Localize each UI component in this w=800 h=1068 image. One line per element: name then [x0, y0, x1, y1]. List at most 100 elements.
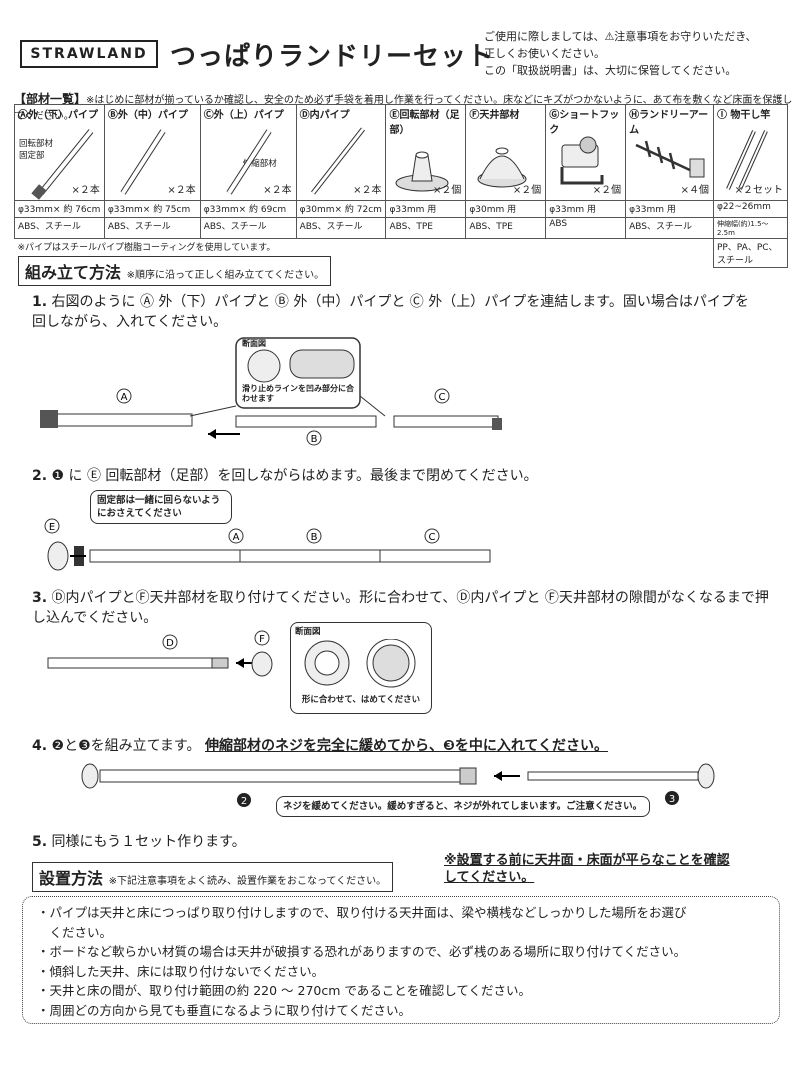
part-qty: ×２セット: [734, 185, 783, 196]
part-label: Ⓓ内パイプ: [299, 110, 350, 121]
bullet-item: ください。: [37, 924, 113, 940]
part-qty: ×２個: [592, 185, 622, 196]
step-5: 5. 同様にもう１セット作ります。: [32, 832, 772, 852]
pipe-d-drawing: [310, 127, 365, 195]
part-size: φ33mm× 約 75cm: [103, 200, 201, 218]
part-size: φ33mm 用: [385, 200, 467, 218]
part-size: φ33mm× 約 76cm: [14, 200, 105, 218]
part-h: Ⓗランドリーアーム ×４個: [625, 104, 714, 201]
step-number: 2.: [32, 468, 48, 484]
step-2: 2. ❶ に Ⓔ 回転部材（足部）を回しながらはめます。最後まで閉めてください。: [32, 466, 762, 486]
part-material: 伸縮幅(約)1.5～2.5m: [712, 217, 789, 239]
step-text: 同様にもう１セット作ります。: [51, 834, 246, 850]
step-3: 3. Ⓓ内パイプとⒻ天井部材を取り付けてください。形に合わせて、Ⓓ内パイプと Ⓕ…: [32, 588, 772, 628]
bullet-item: ・周囲どの方向から見ても垂直になるように取り付けてください。: [37, 1002, 412, 1018]
assembly-title: 組み立て方法: [25, 263, 122, 282]
part-material: ABS、スチール: [14, 217, 105, 239]
part-material: ABS、スチール: [295, 217, 387, 239]
part-a: Ⓐ外（下）パイプ 回転部材固定部 ×２本: [14, 104, 105, 201]
part-qty: ×２本: [167, 185, 196, 196]
part-material: ABS、TPE: [465, 217, 547, 239]
part-qty: ×２個: [432, 185, 462, 196]
step-1: 1. 右図のように Ⓐ 外（下）パイプと Ⓑ 外（中）パイプと Ⓒ 外（上）パイ…: [32, 292, 762, 332]
part-sub: 伸縮部材: [242, 159, 277, 169]
step-text: Ⓓ内パイプとⒻ天井部材を取り付けてください。形に合わせて、Ⓓ内パイプと Ⓕ天井部…: [32, 590, 769, 626]
part-material: ABS、スチール: [199, 217, 297, 239]
install-note: ※下記注意事項をよく読み、設置作業をおこなってください。: [108, 876, 387, 887]
part-qty: ×２本: [263, 185, 292, 196]
header-notice: ご使用に際しましては、⚠注意事項をお守りいただき、 正しくお使いください。 この…: [484, 28, 784, 79]
part-f: Ⓕ天井部材 ×２個: [465, 104, 547, 201]
part-qty: ×４個: [680, 185, 709, 196]
step-text: ❷と❸を組み立てます。: [51, 738, 201, 754]
step-4: 4. ❷と❸を組み立てます。 伸縮部材のネジを完全に緩めてから、❸を中に入れてく…: [32, 736, 772, 756]
brand-logo: STRAWLAND: [20, 40, 158, 68]
parts-table: Ⓐ外（下）パイプ 回転部材固定部 ×２本 Ⓑ外（中）パイプ ×２本 Ⓒ外（上）パ…: [14, 104, 789, 268]
part-size: φ22~26mm: [712, 200, 789, 218]
part-size: φ33mm× 約 69cm: [199, 200, 297, 218]
label-e: E: [49, 522, 55, 533]
warning-line: してください。: [444, 870, 535, 885]
cross-section-drawing: [304, 638, 416, 688]
part-material: ABS、スチール: [103, 217, 201, 239]
foot-part-drawing: [395, 151, 449, 192]
part-e: Ⓔ回転部材（足部） ×２個: [385, 104, 467, 201]
step-number: 1.: [32, 294, 48, 310]
label-c-2: C: [429, 532, 436, 543]
step-3-callout-title: 断面図: [295, 627, 321, 637]
warning-line: ※設置する前に天井面・床面が平らなことを確認: [444, 853, 730, 868]
bullet-item: ・ボードなど軟らかい材質の場合は天井が破損する恐れがありますので、必ず桟のある場…: [37, 944, 687, 959]
label-step-3: 3: [669, 794, 675, 805]
part-qty: ×２個: [512, 185, 542, 196]
parts-title: 【部材一覧】: [14, 92, 87, 106]
label-step-2: 2: [241, 796, 247, 807]
step-number: 4.: [32, 738, 48, 754]
part-qty: ×２本: [71, 185, 100, 196]
step-text: 右図のように Ⓐ 外（下）パイプと Ⓑ 外（中）パイプと Ⓒ 外（上）パイプを連…: [32, 294, 749, 330]
part-label: Ⓔ回転部材（足部）: [389, 110, 460, 136]
hook-part-drawing: [560, 136, 604, 185]
part-qty: ×２本: [353, 185, 382, 196]
notice-line: 正しくお使いください。: [484, 47, 605, 60]
step-1-callout: 滑り止めラインを凹み部分に合わせます: [242, 384, 354, 403]
part-b: Ⓑ外（中）パイプ ×２本: [103, 104, 201, 201]
assembly-note: ※順序に沿って正しく組み立ててください。: [126, 270, 325, 281]
pole-material: PP、PA、PC、スチール: [712, 238, 789, 268]
install-warning: ※設置する前に天井面・床面が平らなことを確認 してください。: [444, 852, 730, 886]
step-1-callout-title: 断面図: [242, 339, 266, 348]
install-title: 設置方法: [39, 869, 104, 888]
label-b-2: B: [311, 532, 318, 543]
part-d: Ⓓ内パイプ ×２本: [295, 104, 387, 201]
part-c: Ⓒ外（上）パイプ 伸縮部材 ×２本: [199, 104, 297, 201]
label-a-2: A: [233, 532, 240, 543]
step-3-callout-box: 断面図 形に合わせて、はめてください: [290, 622, 432, 714]
step-3-callout: 形に合わせて、はめてください: [301, 695, 421, 705]
step-2-diagram: E A B C: [44, 518, 491, 571]
arm-part-drawing: [635, 140, 705, 178]
part-label: Ⓘ 物干し竿: [716, 110, 771, 121]
pipe-a-drawing: [31, 129, 94, 200]
step-number: 5.: [32, 834, 48, 850]
step-1-diagram: A B C: [40, 337, 502, 446]
part-material: ABS、スチール: [625, 217, 714, 239]
install-bullets: ・パイプは天井と床につっぱり取り付けしますので、取り付ける天井面は、梁や横桟など…: [22, 896, 780, 1024]
pipe-c-drawing: [226, 129, 272, 195]
assembly-heading: 組み立て方法 ※順序に沿って正しく組み立ててください。: [18, 256, 332, 286]
part-g: Ⓖショートフック ×２個: [545, 104, 627, 201]
part-size: φ33mm 用: [625, 200, 714, 218]
part-label: Ⓗランドリーアーム: [629, 110, 709, 136]
step-4-callout: ネジを緩めてください。緩めすぎると、ネジが外れてしまいます。ご注意ください。: [276, 796, 650, 817]
step-2-callout: 固定部は一緒に回らないようにおさえてください: [90, 490, 232, 524]
part-sub: 回転部材固定部: [19, 139, 54, 161]
bullet-item: ・傾斜した天井、床には取り付けないでください。: [37, 963, 325, 979]
part-label: Ⓖショートフック: [549, 110, 620, 136]
label-b: B: [311, 434, 318, 445]
pole-part-drawing: [726, 130, 768, 190]
pipe-b-drawing: [120, 129, 166, 195]
pipe-note: ※パイプはスチールパイプ樹脂コーティングを使用しています。: [17, 243, 276, 253]
label-c: C: [439, 392, 446, 403]
part-i: Ⓘ 物干し竿 ×２セット: [712, 104, 789, 201]
notice-line: この「取扱説明書」は、大切に保管してください。: [484, 64, 737, 77]
bullet-item: ・天井と床の間が、取り付け範囲の約 220 ～ 270cm であることを確認して…: [37, 983, 532, 998]
part-label: Ⓕ天井部材: [469, 110, 520, 121]
